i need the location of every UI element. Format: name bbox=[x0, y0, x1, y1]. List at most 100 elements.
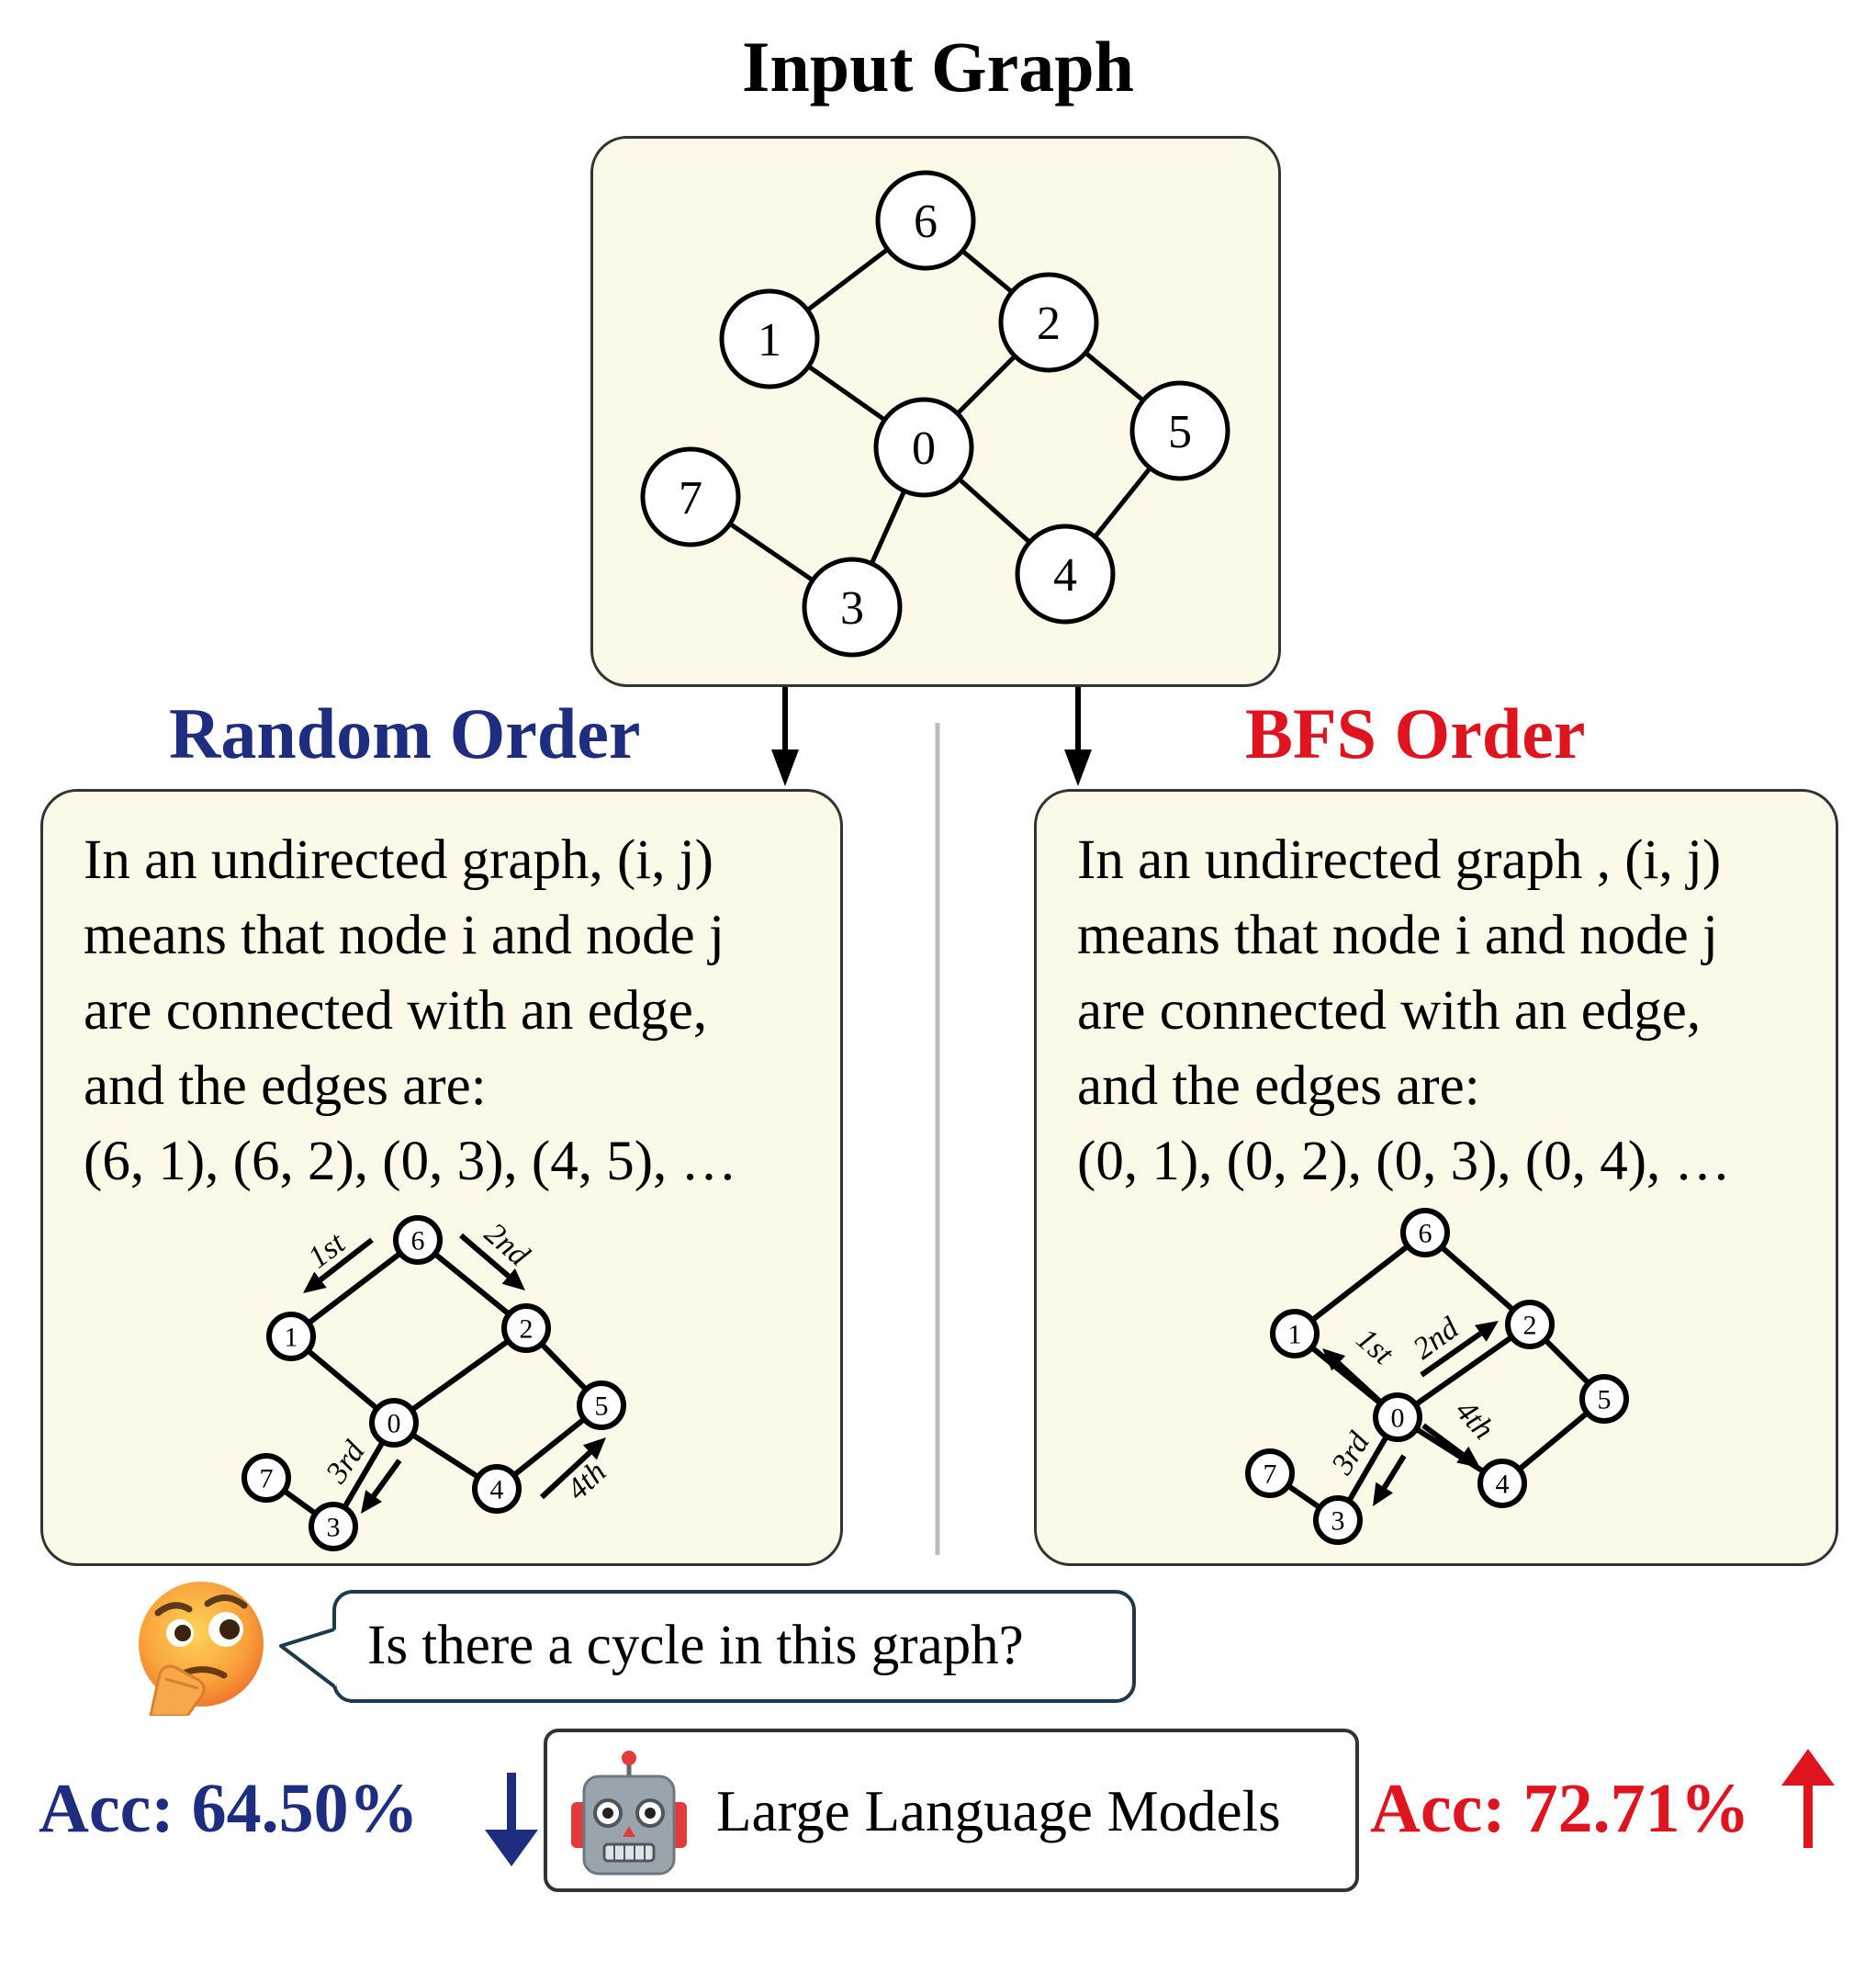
random-step-arrow-1 bbox=[319, 1237, 374, 1282]
random-node-1 bbox=[266, 1312, 316, 1361]
input-graph-node-1 bbox=[719, 288, 820, 389]
random-node-5 bbox=[577, 1380, 626, 1430]
input-graph-node-5 bbox=[1129, 380, 1230, 481]
input-graph-title: Input Graph bbox=[741, 27, 1135, 107]
prompt-line: (6, 1), (6, 2), (0, 3), (4, 5), … bbox=[84, 1131, 737, 1192]
prompt-line: and the edges are: bbox=[84, 1055, 487, 1117]
bfs-node-label-3: 3 bbox=[1331, 1506, 1345, 1537]
bubble-tail bbox=[279, 1628, 336, 1688]
thinking-face-icon bbox=[139, 1582, 264, 1716]
input-graph-node-label-4: 4 bbox=[1053, 549, 1077, 602]
input-graph-node-label-2: 2 bbox=[1037, 298, 1061, 350]
bfs-accuracy-value: Acc: 72.71% bbox=[1370, 1770, 1750, 1847]
random-node-4 bbox=[472, 1464, 522, 1514]
bfs-step-label-4: 4th bbox=[1449, 1393, 1501, 1446]
random-order-card: In an undirected graph, (i, j) means tha… bbox=[40, 789, 843, 1566]
random-node-label-3: 3 bbox=[327, 1513, 341, 1543]
bfs-step-label-2: 2nd bbox=[1407, 1311, 1466, 1366]
prompt-line: In an undirected graph, (i, j) bbox=[84, 829, 713, 891]
arrow-to-bfs-head bbox=[1064, 749, 1092, 786]
bfs-node-label-2: 2 bbox=[1523, 1311, 1537, 1341]
bfs-step-arrow-1 bbox=[1336, 1361, 1384, 1405]
prompt-line: In an undirected graph , (i, j) bbox=[1077, 829, 1722, 891]
random-node-label-4: 4 bbox=[490, 1475, 504, 1505]
robot-icon bbox=[571, 1751, 687, 1876]
bfs-node-7 bbox=[1245, 1448, 1295, 1498]
bfs-edge-2-0 bbox=[1396, 1322, 1532, 1420]
bfs-step-label-1: 1st bbox=[1350, 1322, 1400, 1372]
random-node-label-1: 1 bbox=[285, 1323, 298, 1353]
bfs-order-title: BFS Order bbox=[1245, 693, 1586, 773]
random-node-label-6: 6 bbox=[411, 1226, 425, 1256]
bfs-step-label-3: 3rd bbox=[1325, 1425, 1377, 1481]
input-graph-node-7 bbox=[640, 446, 741, 547]
question-bubble: Is there a cycle in this graph? bbox=[332, 1590, 1136, 1703]
bfs-node-label-0: 0 bbox=[1391, 1403, 1405, 1434]
input-graph-node-2 bbox=[998, 272, 1099, 373]
input-graph-node-3 bbox=[802, 557, 903, 658]
prompt-line: (0, 1), (0, 2), (0, 3), (0, 4), … bbox=[1077, 1131, 1731, 1192]
arrow-to-random-head bbox=[771, 749, 799, 786]
input-graph-node-label-7: 7 bbox=[679, 472, 702, 524]
random-node-label-5: 5 bbox=[595, 1392, 609, 1422]
random-edge-6-1 bbox=[289, 1237, 420, 1339]
bfs-node-6 bbox=[1400, 1208, 1450, 1257]
bfs-node-label-7: 7 bbox=[1264, 1459, 1277, 1490]
prompt-line: and the edges are: bbox=[1077, 1055, 1480, 1117]
bfs-node-4 bbox=[1477, 1459, 1527, 1508]
random-order-title: Random Order bbox=[169, 693, 641, 773]
bfs-step-arrow-3-head bbox=[1373, 1482, 1393, 1506]
bfs-accuracy: Acc: 72.71% bbox=[1370, 1769, 1750, 1849]
input-graph-node-label-6: 6 bbox=[914, 196, 938, 248]
random-step-arrow-3 bbox=[371, 1459, 402, 1498]
bfs-node-5 bbox=[1579, 1374, 1629, 1424]
random-node-label-2: 2 bbox=[520, 1314, 534, 1345]
random-accuracy-value: Acc: 64.50% bbox=[39, 1770, 419, 1847]
random-order-prompt: In an undirected graph, (i, j) means tha… bbox=[84, 823, 737, 1200]
random-node-0 bbox=[369, 1398, 419, 1448]
random-step-arrow-4 bbox=[539, 1450, 592, 1500]
bfs-node-label-4: 4 bbox=[1496, 1470, 1510, 1500]
bfs-node-1 bbox=[1270, 1309, 1320, 1358]
random-node-6 bbox=[393, 1215, 443, 1265]
input-graph-node-6 bbox=[875, 170, 976, 271]
bfs-step-arrow-2 bbox=[1420, 1331, 1483, 1378]
random-step-arrow-3-head bbox=[361, 1490, 382, 1514]
bfs-step-arrow-1-head bbox=[1322, 1348, 1346, 1371]
input-graph-node-label-5: 5 bbox=[1168, 406, 1192, 458]
input-graph-node-label-1: 1 bbox=[758, 314, 781, 366]
connector-arrows bbox=[771, 687, 1092, 1555]
random-node-7 bbox=[242, 1453, 291, 1503]
random-node-2 bbox=[501, 1303, 551, 1353]
prompt-line: means that node i and node j bbox=[1077, 905, 1718, 966]
llm-label: Large Language Models bbox=[716, 1779, 1281, 1843]
prompt-line: means that node i and node j bbox=[84, 905, 725, 966]
input-graph-node-label-3: 3 bbox=[840, 582, 864, 635]
llm-box: Large Language Models bbox=[544, 1729, 1359, 1892]
random-step-arrow-2 bbox=[459, 1233, 511, 1279]
bfs-order-prompt: In an undirected graph , (i, j) means th… bbox=[1077, 823, 1731, 1200]
prompt-line: are connected with an edge, bbox=[84, 980, 708, 1042]
input-graph-node-label-0: 0 bbox=[912, 423, 936, 475]
bfs-node-label-5: 5 bbox=[1598, 1385, 1612, 1415]
input-graph-node-4 bbox=[1015, 524, 1116, 625]
accuracy-up-arrow-icon bbox=[1781, 1749, 1835, 1848]
accuracy-down-arrow-icon bbox=[485, 1773, 538, 1866]
bfs-node-3 bbox=[1313, 1495, 1363, 1545]
random-edge-2-0 bbox=[392, 1325, 528, 1425]
random-node-label-7: 7 bbox=[260, 1464, 274, 1494]
input-graph-node-0 bbox=[873, 397, 974, 498]
prompt-line: are connected with an edge, bbox=[1077, 980, 1702, 1042]
question-text: Is there a cycle in this graph? bbox=[367, 1615, 1024, 1676]
bfs-node-label-6: 6 bbox=[1419, 1219, 1432, 1249]
random-step-arrow-1-head bbox=[303, 1271, 327, 1293]
input-graph-diagram: 6 1 2 0 5 7 4 3 bbox=[640, 170, 1230, 658]
bfs-step-arrow-3 bbox=[1382, 1454, 1407, 1490]
random-node-label-0: 0 bbox=[388, 1409, 401, 1439]
bfs-step-arrow-2-head bbox=[1475, 1321, 1499, 1342]
bfs-node-0 bbox=[1373, 1392, 1422, 1442]
random-accuracy: Acc: 64.50% bbox=[39, 1769, 419, 1849]
random-step-arrow-4-head bbox=[582, 1437, 606, 1460]
